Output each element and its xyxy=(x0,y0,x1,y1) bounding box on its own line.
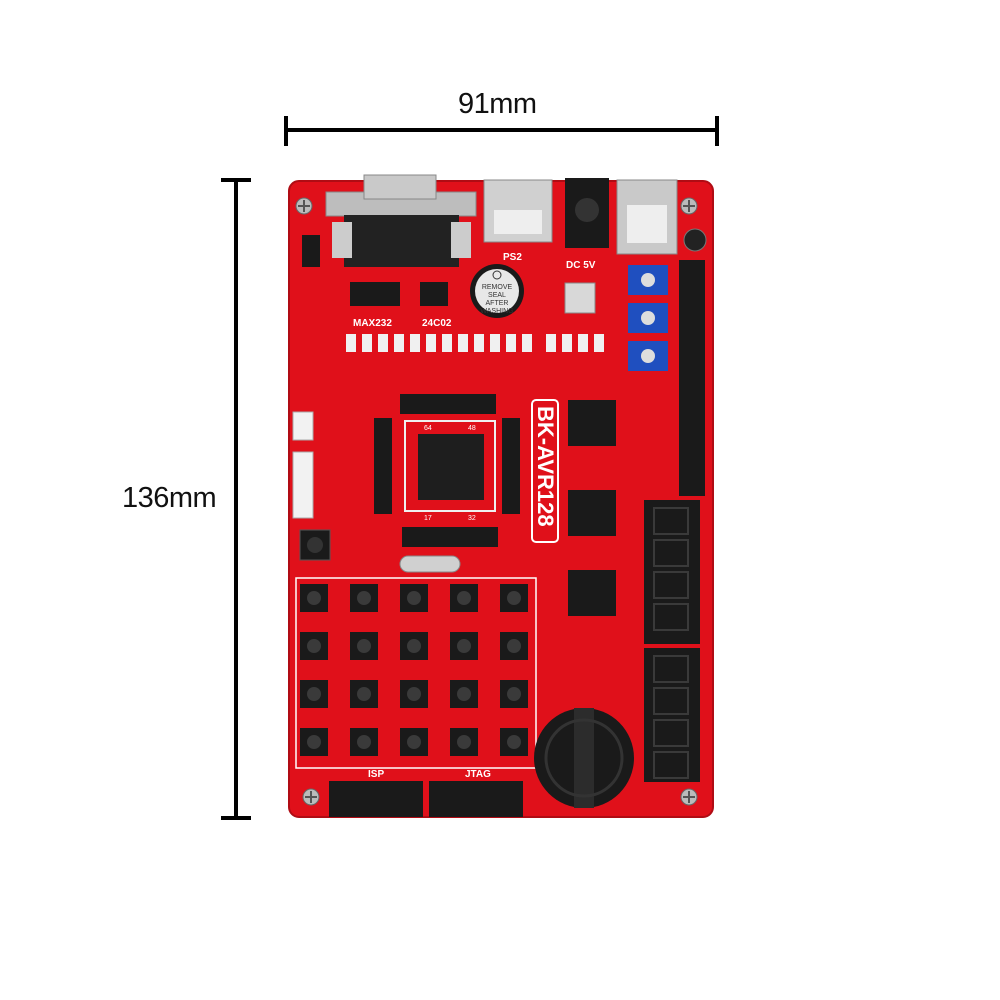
key-matrix-buttons xyxy=(300,584,528,756)
keypad-button-cap xyxy=(457,639,471,653)
keypad-button-cap xyxy=(307,687,321,701)
dc-power-jack xyxy=(565,178,609,248)
keypad-button-cap xyxy=(307,735,321,749)
atmega128-chip xyxy=(418,434,484,500)
mcu-pin-headers xyxy=(374,394,520,547)
max232-chip xyxy=(350,282,400,306)
max232-label: MAX232 xyxy=(353,318,392,329)
width-dimension-label: 91mm xyxy=(458,88,537,120)
power-button xyxy=(564,282,596,314)
buzzer xyxy=(470,264,524,318)
keypad-button-cap xyxy=(457,687,471,701)
buzzer-text-3: AFTER xyxy=(486,300,509,307)
ps2-label: PS2 xyxy=(503,252,522,263)
buzzer-text-2: SEAL xyxy=(488,292,506,299)
mcu-chip-outline xyxy=(404,420,496,512)
uart-connector-small xyxy=(292,411,314,441)
driver-chips xyxy=(568,400,616,616)
coin-cell-holder xyxy=(534,708,634,808)
potentiometers xyxy=(628,265,668,371)
uart-connector-large xyxy=(292,451,314,519)
keypad-button-cap xyxy=(357,687,371,701)
keypad-button-cap xyxy=(507,735,521,749)
eeprom-chip xyxy=(420,282,448,306)
seven-segment-digits xyxy=(653,507,689,779)
key-matrix-outline xyxy=(295,577,537,769)
keypad-button-cap xyxy=(457,735,471,749)
keypad-button-cap xyxy=(357,735,371,749)
width-dimension-bar xyxy=(284,116,719,146)
keypad-button-cap xyxy=(507,687,521,701)
height-dimension-label: 136mm xyxy=(122,482,217,514)
keypad-button-cap xyxy=(407,639,421,653)
isp-header xyxy=(329,781,423,817)
height-dimension-bar xyxy=(221,178,251,820)
jtag-label: JTAG xyxy=(465,769,491,780)
usb-connector xyxy=(616,179,678,255)
eeprom-label: 24C02 xyxy=(422,318,452,329)
power-header xyxy=(302,235,320,267)
jtag-header xyxy=(429,781,523,817)
dc-label: DC 5V xyxy=(566,260,596,271)
passive-component-row xyxy=(346,334,604,352)
isp-label: ISP xyxy=(368,769,384,780)
electrolytic-capacitor xyxy=(683,228,707,252)
keypad-button-cap xyxy=(407,735,421,749)
ps2-connector xyxy=(483,179,553,243)
buzzer-text-1: REMOVE xyxy=(482,284,513,291)
keypad-button-cap xyxy=(307,591,321,605)
db9-serial-connector xyxy=(325,174,477,267)
keypad-button-cap xyxy=(407,591,421,605)
keypad-button-cap xyxy=(407,687,421,701)
chip-pin-17: 17 xyxy=(424,515,432,522)
buzzer-text-4: WASHING xyxy=(480,308,513,315)
keypad-button-cap xyxy=(507,639,521,653)
chip-pin-64: 64 xyxy=(424,425,432,432)
keypad-button-cap xyxy=(357,591,371,605)
board-name-label: BK-AVR128 xyxy=(533,406,558,527)
keypad-button-cap xyxy=(357,639,371,653)
right-pin-header xyxy=(679,260,705,496)
chip-pin-48: 48 xyxy=(468,425,476,432)
crystal-oscillator xyxy=(399,555,461,573)
keypad-button-cap xyxy=(307,639,321,653)
keypad-button-cap xyxy=(457,591,471,605)
keypad-button-cap xyxy=(507,591,521,605)
mounting-screws xyxy=(295,197,698,806)
chip-pin-32: 32 xyxy=(468,515,476,522)
